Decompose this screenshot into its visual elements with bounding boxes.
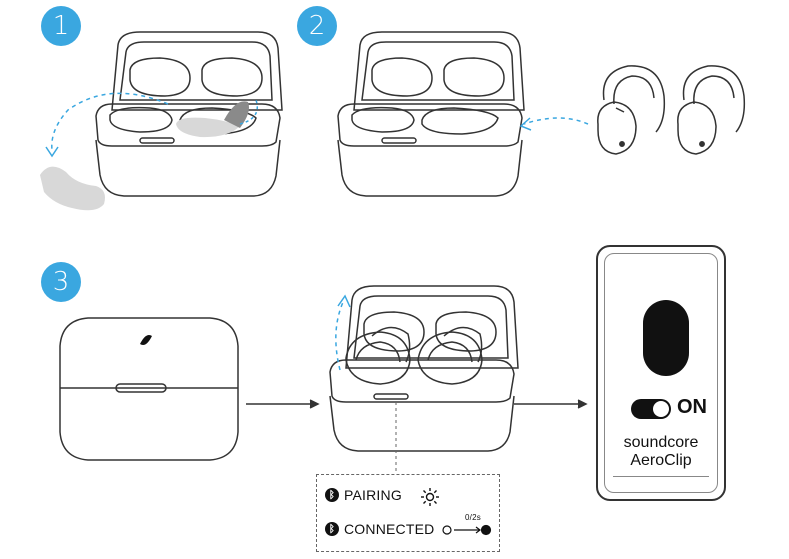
- device-name-line2: AeroClip: [630, 452, 692, 469]
- step1-case-illustration: [40, 31, 283, 211]
- step-badge-2: 2: [297, 6, 337, 46]
- toggle-on-label: ON: [677, 396, 707, 418]
- device-name-line1: soundcore: [623, 434, 699, 451]
- bluetooth-toggle[interactable]: [631, 399, 671, 419]
- bluetooth-badge: [643, 300, 689, 376]
- bluetooth-icon: ᛒ: [325, 488, 339, 502]
- connected-label: CONNECTED: [344, 521, 435, 537]
- step-badge-3: 3: [41, 262, 81, 302]
- status-legend: ᛒ PAIRING ᛒ CONNECTED 0/2s: [316, 474, 500, 552]
- step2-case-illustration: [337, 31, 589, 197]
- toggle-knob: [653, 401, 669, 417]
- connected-indicator-icon: [442, 524, 492, 536]
- bluetooth-icon: ᛒ: [325, 522, 339, 536]
- step3-closed-case-illustration: [59, 317, 239, 461]
- soundcore-logo-icon: [140, 335, 152, 345]
- step-badge-1: 1: [41, 6, 81, 46]
- phone-screen: ON soundcore AeroClip: [596, 245, 726, 501]
- step2-earbuds-illustration: [597, 65, 746, 155]
- connected-row: ᛒ CONNECTED 0/2s: [325, 513, 481, 537]
- phone-display: ON soundcore AeroClip: [604, 253, 718, 493]
- connected-timing: 0/2s: [465, 513, 481, 522]
- step3-open-case-illustration: [329, 285, 519, 474]
- pairing-label: PAIRING: [344, 487, 402, 503]
- sun-icon: [421, 488, 439, 506]
- device-divider: [613, 476, 709, 477]
- pairing-row: ᛒ PAIRING: [325, 487, 402, 503]
- device-name-button[interactable]: soundcore AeroClip: [605, 434, 717, 470]
